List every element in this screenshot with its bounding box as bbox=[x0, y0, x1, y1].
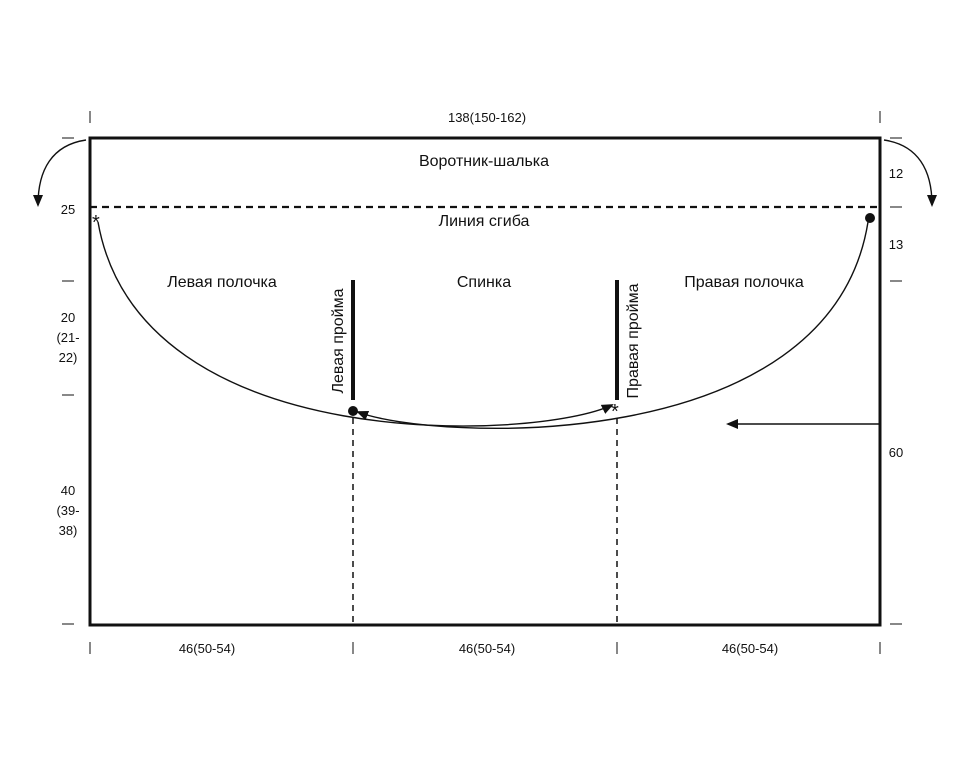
left-front-label: Левая полочка bbox=[167, 274, 277, 291]
left-dimension-collar: 25 bbox=[61, 202, 75, 217]
left-dimension-lower-1: 40 bbox=[61, 483, 75, 498]
collar-label: Воротник-шалька bbox=[419, 153, 549, 170]
garment-outline bbox=[88, 136, 882, 627]
bottom-dimension-center: 46(50-54) bbox=[459, 641, 515, 656]
right-dimension-lower: 13 bbox=[889, 237, 903, 252]
star-marker: * bbox=[92, 212, 100, 234]
left-fold-arrow bbox=[33, 139, 87, 207]
dot-icon bbox=[865, 213, 875, 223]
right-front-curve bbox=[356, 221, 869, 429]
fold-line-label: Линия сгиба bbox=[439, 213, 530, 230]
left-front-curve bbox=[97, 221, 614, 427]
left-dimension-armhole-2: (21- bbox=[56, 330, 79, 345]
right-fold-arrow bbox=[883, 139, 937, 207]
left-dimension-armhole-3: 22) bbox=[59, 350, 78, 365]
left-dimension-lower-2: (39- bbox=[56, 503, 79, 518]
right-front-label: Правая полочка bbox=[684, 274, 804, 291]
back-label: Спинка bbox=[457, 274, 511, 291]
right-armhole-label: Правая пройма bbox=[625, 283, 642, 398]
bottom-dimension-right: 46(50-54) bbox=[722, 641, 778, 656]
left-dimension-lower-3: 38) bbox=[59, 523, 78, 538]
top-dimension: 138(150-162) bbox=[448, 110, 526, 125]
right-dimension-upper: 12 bbox=[889, 166, 903, 181]
left-dimension-armhole-1: 20 bbox=[61, 310, 75, 325]
star-marker: * bbox=[611, 401, 619, 423]
dot-icon bbox=[348, 406, 358, 416]
left-armhole-label: Левая пройма bbox=[330, 288, 347, 393]
right-dimension-total: 60 bbox=[889, 445, 903, 460]
bottom-dimension-left: 46(50-54) bbox=[179, 641, 235, 656]
